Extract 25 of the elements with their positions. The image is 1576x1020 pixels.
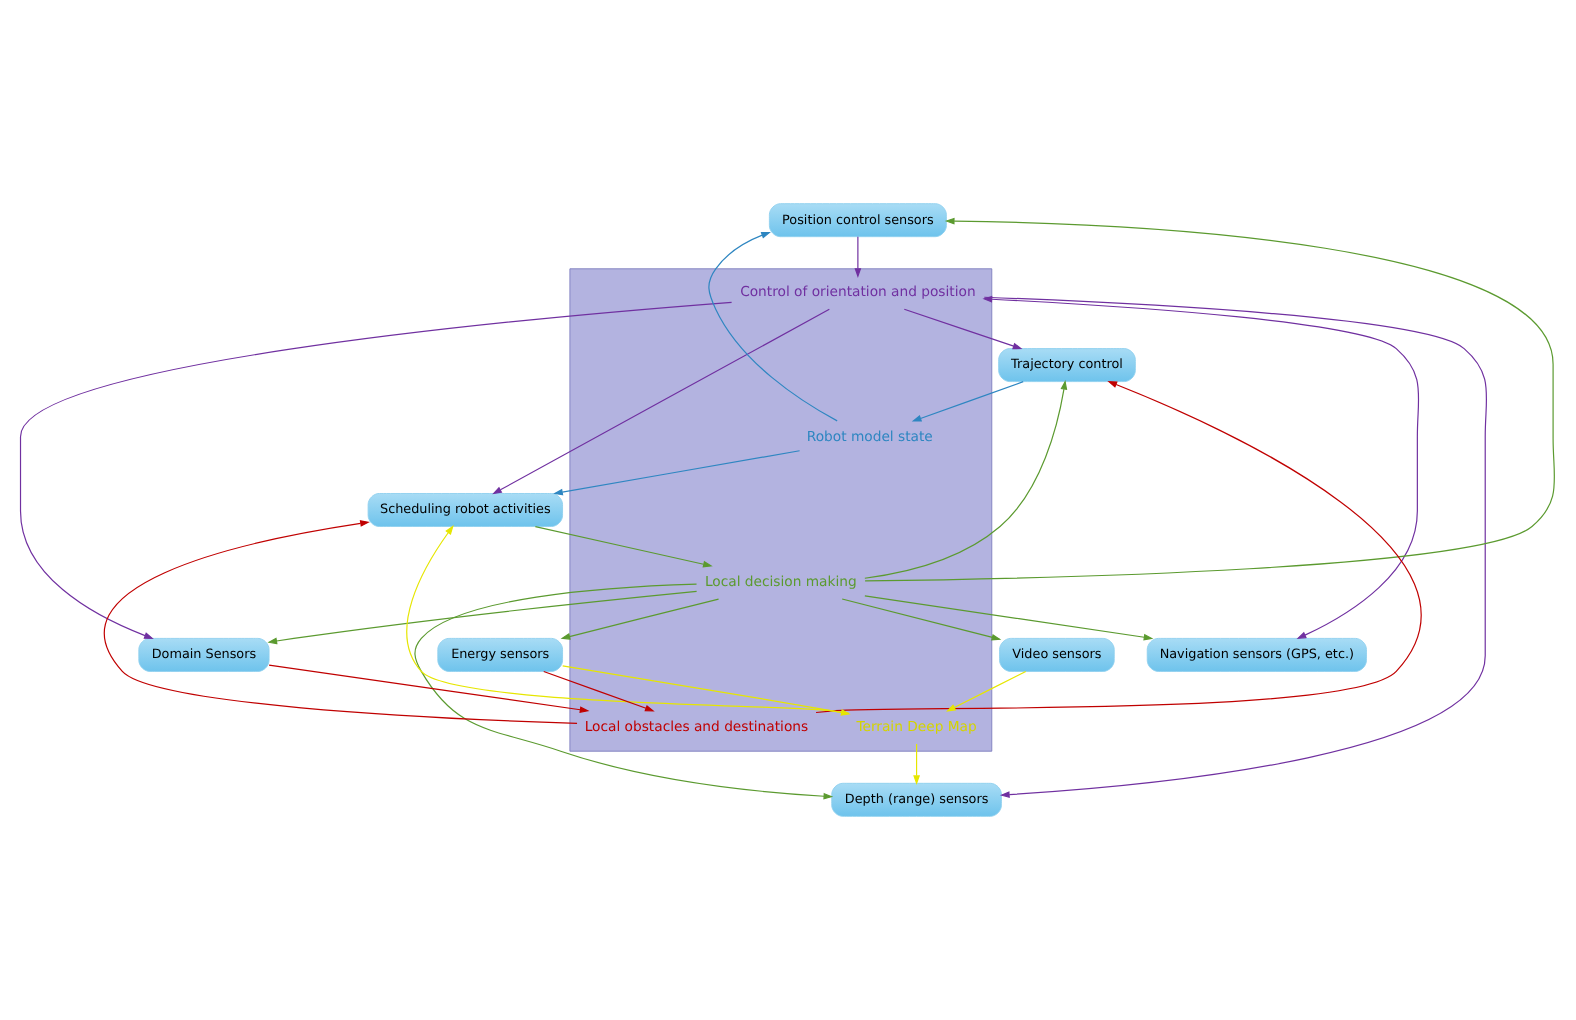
arrow [854, 236, 862, 278]
arrow [911, 381, 1024, 422]
arrow [946, 670, 1027, 712]
arrow [19, 301, 733, 639]
arrow [560, 598, 720, 640]
arrow [815, 381, 1422, 714]
arrow [708, 231, 838, 422]
arrow [267, 590, 698, 645]
arrow [414, 583, 834, 800]
arrow [864, 217, 1556, 582]
arrow [534, 526, 713, 568]
arrow [553, 450, 801, 496]
arrow [841, 598, 1002, 641]
arrow [543, 670, 655, 712]
arrow [406, 525, 850, 714]
arrow [903, 308, 1023, 350]
arrow [268, 664, 590, 714]
arrow [982, 295, 1420, 639]
arrow [864, 379, 1068, 579]
arrow [103, 520, 578, 724]
arrow [492, 308, 830, 495]
arrow [983, 296, 1488, 799]
arrow [864, 595, 1154, 641]
arrow [562, 665, 851, 716]
arrow [913, 743, 920, 786]
